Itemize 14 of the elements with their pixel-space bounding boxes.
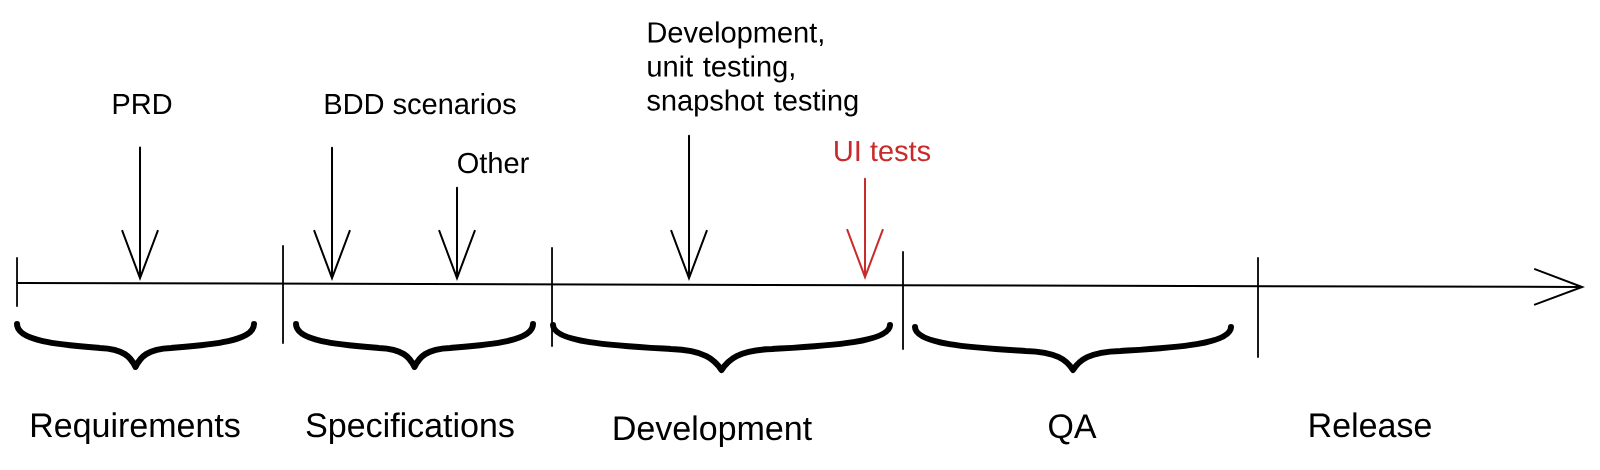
milestone-label: PRD [113,94,172,114]
arrow [121,146,159,281]
milestone-label: Other [458,152,529,174]
arrow [313,146,351,281]
milestone-label: Development, unit testing, snapshot testing [647,21,858,117]
phase-label: Development [614,415,812,448]
milestone-label: UI tests [835,141,931,162]
arrow [846,177,884,280]
arrow [670,134,708,281]
milestone-label: BDD scenarios [325,93,516,115]
phase-label: QA [1049,414,1097,445]
phase-label: Specifications [306,412,514,445]
phase-label: Requirements [32,412,240,445]
phase-label: Release [1310,412,1431,438]
